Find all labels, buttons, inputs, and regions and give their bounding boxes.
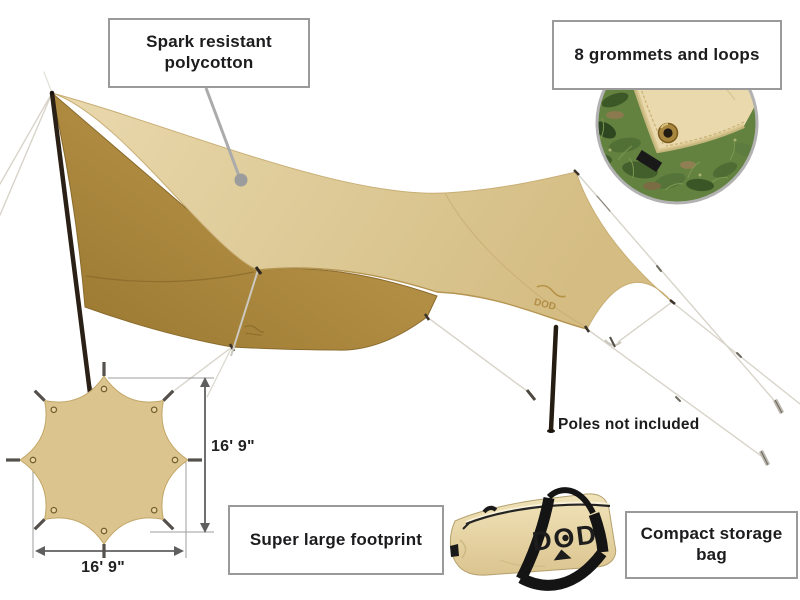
horizontal-dimension-arrow: [35, 546, 184, 556]
leader-dot: [234, 173, 248, 187]
dimension-helper-lines: [32, 377, 214, 558]
footprint-diagram: [6, 362, 214, 558]
ground-stakes: [525, 336, 784, 467]
tarp-underside-logo: [244, 325, 265, 336]
front-corner-rope: [230, 266, 263, 357]
callout-spark-line1: Spark resistant: [146, 32, 272, 52]
callout-grommets-label: 8 grommets and loops: [574, 44, 760, 64]
tarp-underside: [51, 91, 438, 351]
footprint-star-shape: [19, 375, 189, 545]
vertical-dimension-arrow: [200, 377, 210, 533]
tarp-logo-text: DOD: [533, 297, 557, 313]
callout-grommets: 8 grommets and loops: [552, 20, 782, 90]
callout-leader: [204, 87, 248, 187]
poles-note: Poles not included: [558, 416, 700, 433]
callout-storage-line2: bag: [696, 545, 727, 564]
callout-footprint-label: Super large footprint: [249, 529, 423, 549]
left-pole: [49, 90, 93, 396]
horizontal-dimension-label: 16' 9": [81, 559, 125, 576]
black-loop-strap: [635, 149, 663, 173]
callout-footprint: Super large footprint: [228, 505, 444, 575]
vertical-dimension-label: 16' 9": [211, 438, 255, 455]
tarp-top-logo: DOD: [533, 284, 566, 313]
footprint-grommets: [29, 385, 179, 535]
callout-storage-line1: Compact storage: [640, 524, 783, 544]
callout-spark-resistant: Spark resistant polycotton: [108, 18, 310, 88]
callout-storage-bag: Compact storage bag: [625, 511, 798, 579]
footprint-stakes: [6, 362, 202, 558]
callout-spark-line2: polycotton: [164, 53, 254, 72]
right-pole: [547, 324, 559, 433]
storage-bag-illustration: DOD: [449, 487, 617, 591]
